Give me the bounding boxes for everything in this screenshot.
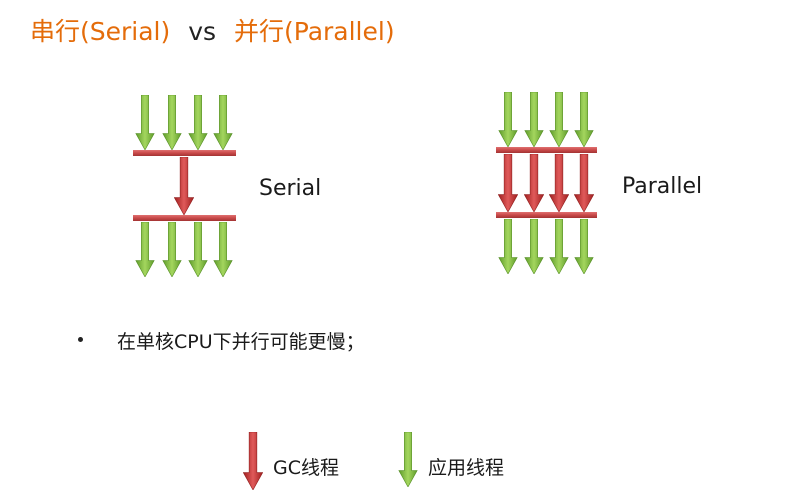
bullet-text: 在单核CPU下并行可能更慢； <box>117 331 365 353</box>
green-down-arrow-icon <box>213 222 233 277</box>
green-down-arrow-icon <box>549 219 569 274</box>
red-down-arrow-icon <box>243 432 263 490</box>
green-down-arrow-icon <box>574 219 594 274</box>
green-down-arrow-icon <box>498 219 518 274</box>
parallel-bottom-app-arrows <box>498 219 594 274</box>
page-title: 串行(Serial) vs 并行(Parallel) <box>30 12 395 48</box>
green-down-arrow-icon <box>188 222 208 277</box>
red-down-arrow-icon <box>498 154 518 212</box>
green-down-arrow-icon <box>524 219 544 274</box>
green-down-arrow-icon <box>574 92 594 147</box>
parallel-top-safepoint-bar <box>496 147 597 153</box>
serial-top-app-arrows <box>135 95 233 150</box>
parallel-gc-arrows <box>498 154 594 212</box>
green-down-arrow-icon <box>549 92 569 147</box>
title-vs: vs <box>188 17 217 46</box>
green-down-arrow-icon <box>135 95 155 150</box>
bullet-dot <box>78 337 83 342</box>
red-down-arrow-icon <box>574 154 594 212</box>
green-down-arrow-icon <box>188 95 208 150</box>
title-parallel: 并行(Parallel) <box>233 17 395 46</box>
green-down-arrow-icon <box>524 92 544 147</box>
green-down-arrow-icon <box>135 222 155 277</box>
red-down-arrow-icon <box>549 154 569 212</box>
parallel-top-app-arrows <box>498 92 594 147</box>
parallel-label: Parallel <box>622 174 703 199</box>
serial-bottom-safepoint-bar <box>133 215 236 221</box>
green-down-arrow-icon <box>398 432 418 487</box>
green-down-arrow-icon <box>162 222 182 277</box>
serial-bottom-app-arrows <box>135 222 233 277</box>
legend-gc-label: GC线程 <box>273 457 339 479</box>
title-serial: 串行(Serial) <box>30 17 171 46</box>
legend-app-label: 应用线程 <box>428 457 505 479</box>
serial-top-safepoint-bar <box>133 150 236 156</box>
serial-label: Serial <box>259 176 322 201</box>
red-down-arrow-icon <box>524 154 544 212</box>
green-down-arrow-icon <box>213 95 233 150</box>
green-down-arrow-icon <box>498 92 518 147</box>
parallel-bottom-safepoint-bar <box>496 212 597 218</box>
green-down-arrow-icon <box>162 95 182 150</box>
serial-gc-arrow-icon <box>174 157 194 215</box>
